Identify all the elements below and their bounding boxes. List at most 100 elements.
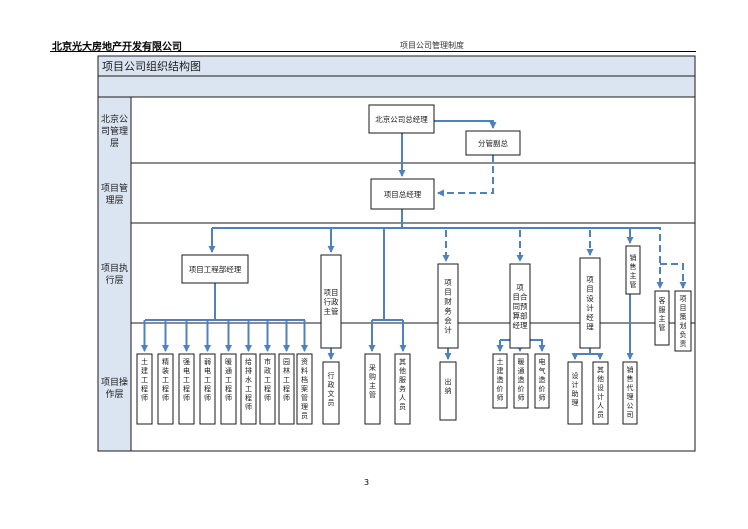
eng-staff-3-box [199,353,216,425]
after-sales-char-3: 管 [369,390,376,399]
eng-staff-3-char-2: 工 [204,376,211,384]
civil-cost-char-2: 造 [497,375,504,384]
layer-label-l1-1: 司管理 [101,125,128,137]
eng-staff-2-char-4: 师 [183,393,190,402]
design-asst-char-1: 计 [572,380,579,389]
other-staff-char-0: 其 [399,358,406,366]
other-staff-char-4: 人 [399,394,406,402]
admin-staff-char-2: 文 [328,389,335,398]
eng-staff-7-char-2: 工 [283,376,290,384]
civil-cost-box [492,353,508,409]
eng-staff-1-char-2: 工 [162,376,169,384]
cashier-box [439,361,457,421]
other-staff-char-3: 务 [399,384,406,393]
sales-char-0: 销 [630,253,637,262]
design-asst-box [567,361,583,425]
eng-staff-7-char-1: 林 [283,366,290,375]
other-staff-char-5: 员 [399,403,406,411]
plan-char-1: 目 [680,304,687,312]
layer-4-band [130,322,696,452]
admin-char-2: 主管 [324,306,339,316]
customer-box [654,290,670,346]
hvac-cost-char-2: 造 [518,375,525,384]
design-asst-char-3: 理 [572,399,579,407]
eng-staff-7-box [278,353,295,425]
header-doc-title: 项目公司管理制度 [400,41,464,50]
eng-staff-0-char-3: 程 [141,384,148,393]
design-asst-char-2: 助 [572,389,579,398]
layer-label-l2-0: 项目管 [101,182,128,194]
vp-box [465,130,521,156]
fin-char-2: 财 [444,296,452,306]
design-staff-char-5: 员 [597,411,604,419]
budget-char-1: 目合 [513,291,528,301]
design-char-5: 理 [586,323,594,332]
eng-staff-6-char-4: 师 [264,393,271,402]
eng-staff-8-box [296,353,313,425]
customer-char-2: 主 [659,314,666,323]
design-staff-char-3: 计 [597,392,604,401]
fin-char-1: 目 [444,288,452,297]
admin-char-1: 行政 [324,296,339,306]
fin-char-3: 务 [444,306,452,316]
plan-char-4: 负 [680,330,687,339]
vp-label: 分管副总 [478,138,508,148]
civil-cost-char-4: 师 [497,393,504,402]
sales-co-box [622,361,638,425]
hvac-cost-char-4: 师 [518,393,525,402]
layer-label-l4-0: 项目操 [101,376,128,388]
elec-cost-char-0: 电 [539,357,546,366]
elec-cost-char-3: 价 [539,385,546,393]
admin-staff-char-1: 政 [328,380,335,389]
plan-char-2: 策 [680,312,687,321]
design-staff-char-2: 设 [597,383,604,392]
other-staff-char-1: 他 [399,366,406,375]
elec-cost-char-4: 师 [539,393,546,402]
after-sales-box [364,353,381,425]
design-char-2: 设 [586,293,594,303]
customer-char-3: 管 [659,323,666,332]
budget-char-3: 算部 [513,310,528,320]
eng-mgr-box [181,254,249,284]
design-staff-char-0: 其 [597,366,604,374]
layer-col [97,96,132,452]
layer-label-l1-0: 北京公 [101,113,128,125]
hvac-cost-char-0: 暖 [518,358,525,366]
design-char-3: 计 [586,303,594,313]
plan-char-3: 划 [680,321,687,330]
eng-staff-0-char-1: 建 [141,366,148,375]
eng-staff-8-char-5: 理 [301,403,308,411]
elec-cost-char-2: 造 [539,375,546,384]
admin-staff-box [322,361,340,425]
eng-staff-1-char-0: 精 [162,357,169,366]
admin-staff-char-0: 行 [328,371,335,380]
eng-staff-3-char-0: 弱 [204,358,211,366]
eng-staff-5-char-3: 工 [245,385,252,393]
admin-char-0: 项目 [324,288,339,297]
layer-label-l3-1: 行层 [105,274,123,286]
connector-1 [434,120,497,129]
admin-staff-char-3: 员 [328,399,335,407]
design-box [579,257,601,349]
other-staff-char-2: 服 [399,376,406,384]
eng-staff-0-char-2: 工 [141,376,148,384]
eng-staff-2-box [178,353,195,425]
eng-staff-0-box [136,353,153,425]
eng-staff-4-char-4: 师 [225,393,232,402]
hvac-cost-char-3: 价 [518,385,525,393]
sales-co-char-2: 代 [627,383,634,392]
eng-staff-4-char-1: 通 [225,366,232,375]
eng-staff-4-char-0: 暖 [225,358,232,366]
eng-staff-6-char-2: 工 [264,376,271,384]
sales-char-2: 主 [630,271,637,280]
eng-staff-3-char-3: 程 [204,384,211,393]
eng-staff-1-char-3: 程 [162,384,169,393]
design-char-1: 目 [586,285,594,294]
fin-char-0: 项 [444,278,452,287]
eng-staff-7-char-3: 程 [283,384,290,393]
eng-staff-2-char-0: 强 [183,358,190,366]
cashier-char-1: 纳 [445,386,452,395]
layer-label-l3-0: 项目执 [101,262,128,274]
other-staff-box [394,353,411,425]
design-asst-char-0: 设 [572,371,579,380]
